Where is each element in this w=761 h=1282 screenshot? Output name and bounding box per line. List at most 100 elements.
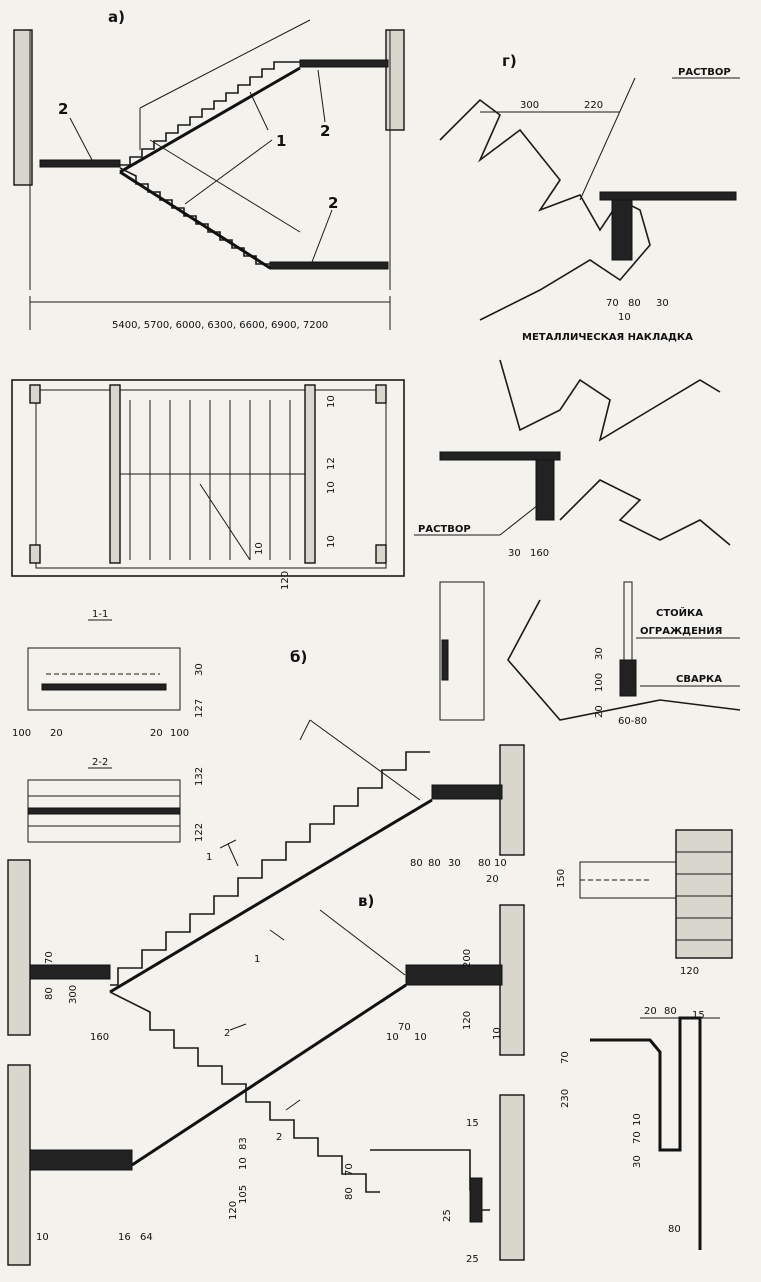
s11-dim-100-left: 100 (12, 728, 31, 739)
node-bottom-center: 15 80 70 25 25 (344, 1118, 490, 1265)
section-1-1-title: 1-1 (92, 609, 108, 620)
v-dim-160: 160 (90, 1032, 109, 1043)
detail-mortar-joint-top: 300 220 РАСТВОР 70 80 30 10 (439, 67, 740, 323)
section-2-2: 2-2 132 122 (27, 757, 205, 843)
marker-2-top: 2 (320, 122, 330, 140)
node-dim-70: 70 (344, 1163, 355, 1176)
plan-dim-10-low: 10 (326, 535, 337, 548)
s11-dim-30: 30 (194, 663, 205, 676)
v-dim-300: 300 (68, 985, 79, 1004)
label-panel-v: в) (358, 892, 374, 910)
g2-dim-160: 160 (530, 548, 549, 559)
cut-mark-2-upper: 2 (224, 1028, 230, 1039)
g5-dim-80b: 80 (668, 1224, 681, 1235)
v-dim-70b: 70 (398, 1022, 411, 1033)
label-panel-a: а) (108, 8, 125, 26)
g4-dim-150: 150 (556, 869, 567, 888)
g5-dim-20: 20 (644, 1006, 657, 1017)
v-dim-120: 120 (462, 1011, 473, 1030)
note-metal-plate: МЕТАЛЛИЧЕСКАЯ НАКЛАДКА (522, 332, 693, 343)
panel-a-stair-section: а) 1 2 2 2 5400, 5700, 6000, 6300, 6600,… (13, 8, 405, 331)
v-dim-10f: 10 (36, 1232, 49, 1243)
marker-2-bottom: 2 (328, 194, 338, 212)
s11-dim-127: 127 (194, 699, 205, 718)
cut-mark-1-lower: 1 (254, 954, 260, 965)
s22-dim-132: 132 (194, 767, 205, 786)
g3-dim-6080: 60-80 (618, 716, 647, 727)
marker-1: 1 (276, 132, 286, 150)
g5-dim-70b: 70 (632, 1131, 643, 1144)
g2-dim-30: 30 (508, 548, 521, 559)
panel-v-stair-detail: б) в) 1 1 2 2 70 80 300 160 80 (7, 648, 525, 1266)
g3-dim-100: 100 (594, 673, 605, 692)
v-dim-80b: 80 (428, 858, 441, 869)
g5-dim-15: 15 (692, 1010, 705, 1021)
v-dim-120b: 120 (228, 1201, 239, 1220)
v-dim-10e: 10 (238, 1157, 249, 1170)
g5-dim-80: 80 (664, 1006, 677, 1017)
node-dim-15: 15 (466, 1118, 479, 1129)
section-2-2-title: 2-2 (92, 757, 108, 768)
g-dim-220: 220 (584, 100, 603, 111)
g-dim-300: 300 (520, 100, 539, 111)
v-dim-20: 20 (486, 874, 499, 885)
g3-dim-30: 30 (594, 647, 605, 660)
g4-dim-120: 120 (680, 966, 699, 977)
g-dim-30: 30 (656, 298, 669, 309)
section-1-1: 1-1 30 127 100 20 20 100 (12, 609, 205, 739)
plan-dim-10-step: 10 (254, 542, 265, 555)
v-dim-10c: 10 (386, 1032, 399, 1043)
v-dim-200: 200 (462, 949, 473, 968)
cut-mark-2-lower: 2 (276, 1132, 282, 1143)
v-dim-70: 70 (44, 951, 55, 964)
v-dim-83: 83 (238, 1137, 249, 1150)
cut-mark-1-upper: 1 (206, 852, 212, 863)
v-dim-10a: 10 (494, 858, 507, 869)
v-dim-10d: 10 (414, 1032, 427, 1043)
plan-dim-10-mid: 10 (326, 481, 337, 494)
s22-dim-122: 122 (194, 823, 205, 842)
plan-dim-10-top: 10 (326, 395, 337, 408)
plan-dim-12: 12 (326, 457, 337, 470)
g5-dim-10: 10 (632, 1113, 643, 1126)
detail-landing-edge: 20 80 15 70 230 70 10 30 80 (560, 1006, 720, 1250)
node-dim-25b: 25 (466, 1254, 479, 1265)
detail-post-welding: СТОЙКА ОГРАЖДЕНИЯ СВАРКА 30 100 20 60-80 (439, 581, 741, 727)
g3-dim-20: 20 (594, 705, 605, 718)
note-welding: СВАРКА (676, 674, 722, 685)
note-mortar-bottom: РАСТВОР (418, 524, 471, 535)
plan-steps (129, 400, 291, 560)
node-dim-25a: 25 (442, 1209, 453, 1222)
v-dim-30a: 30 (448, 858, 461, 869)
g5-dim-30: 30 (632, 1155, 643, 1168)
stair-plan: 10 12 10 10 120 10 (11, 379, 405, 590)
detail-metal-plate: МЕТАЛЛИЧЕСКАЯ НАКЛАДКА РАСТВОР 30 160 (414, 332, 731, 559)
panel-g-details: г) 300 220 РАСТВОР 70 80 30 10 МЕТАЛЛИЧЕ… (414, 52, 741, 1250)
s11-dim-20-right: 20 (150, 728, 163, 739)
note-post-line2: ОГРАЖДЕНИЯ (640, 626, 722, 637)
v-dim-16: 16 (118, 1232, 131, 1243)
note-post-line1: СТОЙКА (656, 606, 703, 619)
note-mortar-top: РАСТВОР (678, 67, 731, 78)
v-dim-105: 105 (238, 1185, 249, 1204)
s11-dim-100-right: 100 (170, 728, 189, 739)
marker-2-left: 2 (58, 100, 68, 118)
v-dim-10b: 10 (492, 1027, 503, 1040)
v-dim-80a: 80 (410, 858, 423, 869)
plan-span-dimensions: 5400, 5700, 6000, 6300, 6600, 6900, 7200 (112, 320, 328, 331)
g-dim-70: 70 (606, 298, 619, 309)
v-dim-80: 80 (44, 987, 55, 1000)
g-dim-10: 10 (618, 312, 631, 323)
plan-dim-120: 120 (280, 571, 291, 590)
node-dim-80: 80 (344, 1187, 355, 1200)
v-dim-64: 64 (140, 1232, 153, 1243)
v-dim-80c: 80 (478, 858, 491, 869)
g5-dim-230: 230 (560, 1089, 571, 1108)
label-panel-b: б) (290, 648, 307, 666)
label-panel-g: г) (502, 52, 517, 70)
detail-brick-wall: 150 120 (556, 829, 733, 977)
g-dim-80: 80 (628, 298, 641, 309)
s11-dim-20-left: 20 (50, 728, 63, 739)
g5-dim-70: 70 (560, 1051, 571, 1064)
